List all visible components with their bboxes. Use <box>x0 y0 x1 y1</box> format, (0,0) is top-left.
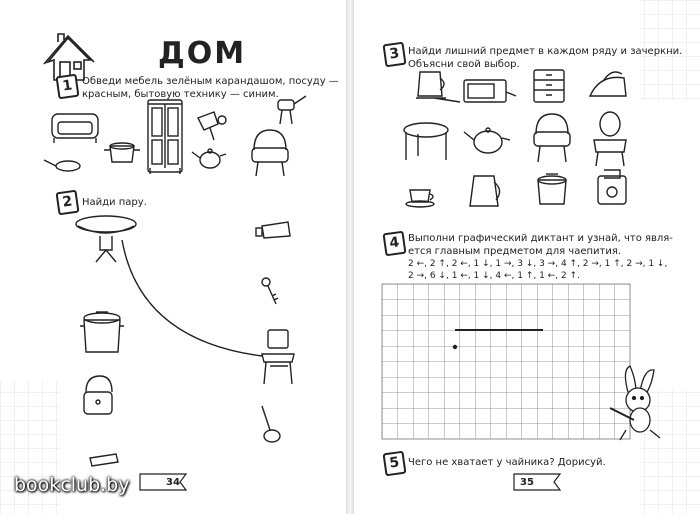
dictation-line2: 2 →, 6 ↓, 1 ←, 1 ↓, 4 ←, 1 ↑, 1 ←, 2 ↑. <box>408 271 580 281</box>
page-title: ДОМ <box>158 36 247 71</box>
task-2-number: 2 <box>55 189 80 216</box>
task-4-instruction-line2: ется главным предметом для чаепития. <box>408 246 622 257</box>
right-page-number-flag <box>513 473 562 491</box>
round-table-icon <box>75 215 137 263</box>
matching-line <box>121 239 263 357</box>
right-bottom-grid <box>640 390 700 514</box>
vanity-table-icon <box>593 111 627 167</box>
armchair-icon-2 <box>533 113 571 163</box>
task-3-instruction-line2: Объясни свой выбор. <box>408 59 520 70</box>
task-4-instruction-line1: Выполни графический диктант и узнай, что… <box>408 233 673 244</box>
pot-with-lid-icon <box>80 311 124 353</box>
task-2-instruction: Найди пару. <box>82 197 147 208</box>
cup-icon <box>405 189 435 208</box>
left-corner-grid <box>0 380 60 514</box>
right-corner-grid <box>640 0 700 100</box>
microwave-icon <box>463 79 517 103</box>
jug-icon <box>469 175 501 207</box>
key-icon <box>261 277 279 305</box>
house-icon <box>43 33 95 81</box>
task-1-instruction-line1: Обведи мебель зелёным карандашом, посуду… <box>82 76 339 87</box>
task-1-instruction-line2: красным, бытовую технику — синим. <box>82 89 279 100</box>
task-5-instruction: Чего не хватает у чайника? Дорисуй. <box>408 457 606 468</box>
armchair-icon <box>251 129 289 177</box>
task-4-number: 4 <box>382 230 407 257</box>
teapot-icon <box>191 148 227 169</box>
iron-icon <box>588 71 627 97</box>
teapot-icon-2 <box>463 127 511 154</box>
saucepan-icon <box>104 142 140 163</box>
hairdryer-icon <box>197 111 227 141</box>
task-1-number: 1 <box>55 73 80 100</box>
chest-of-drawers-icon <box>533 69 565 103</box>
dictation-start-dot <box>452 344 458 350</box>
left-page-number-flag <box>139 473 188 491</box>
wardrobe-icon <box>147 99 183 174</box>
watermark-logo: bookclub.by <box>14 474 130 496</box>
left-page-number: 34 <box>166 477 180 488</box>
rabbit-mascot-icon <box>609 365 661 441</box>
mixer-icon <box>277 95 307 125</box>
frying-pan-icon <box>43 159 81 172</box>
food-processor-icon <box>597 169 627 205</box>
task-5-number: 5 <box>382 450 407 477</box>
coffee-table-icon <box>403 122 449 160</box>
padlock-icon <box>83 375 113 415</box>
task-3-number: 3 <box>382 41 407 68</box>
lid-icon <box>89 453 119 467</box>
electric-kettle-icon <box>416 71 461 103</box>
saucepan-icon-2 <box>537 173 567 205</box>
sofa-icon <box>51 113 99 143</box>
graph-paper-grid <box>381 283 631 440</box>
ladle-icon <box>261 405 281 443</box>
tube-icon <box>255 221 291 239</box>
dictation-line1: 2 ←, 2 ↑, 2 ←, 1 ↓, 1 →, 3 ↓, 3 →, 4 ↑, … <box>408 259 668 269</box>
book-gutter <box>346 0 354 514</box>
task-3-instruction-line1: Найди лишний предмет в каждом ряду и зач… <box>408 46 683 57</box>
chair-icon <box>261 329 295 385</box>
right-page-number: 35 <box>520 477 534 488</box>
